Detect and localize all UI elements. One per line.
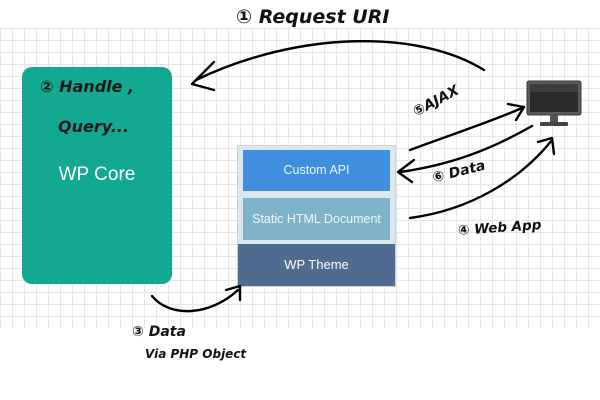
arrow-data-return: [398, 124, 534, 174]
wp-theme-layer: WP Theme: [238, 244, 395, 286]
arrow-ajax-head: [506, 102, 526, 122]
arrow-request-uri: [194, 40, 486, 82]
custom-api-layer: Custom API: [243, 150, 390, 191]
theme-stack: Custom API Static HTML Document WP Theme: [237, 145, 396, 287]
arrow-ajax: [408, 106, 524, 152]
core-note-query: Query...: [58, 117, 129, 136]
arrow-request-uri-head: [190, 60, 216, 92]
label-data-object: ③ Data: [132, 324, 186, 340]
arrow-php-object-head: [224, 284, 242, 302]
label-via-php: Via PHP Object: [145, 347, 247, 361]
static-html-layer: Static HTML Document: [243, 198, 390, 240]
arrow-web-app-head: [536, 136, 556, 156]
core-note-handle: ② Handle ,: [40, 77, 135, 96]
arrow-web-app: [408, 138, 554, 220]
arrow-php-object: [150, 288, 240, 313]
label-request-uri: ① Request URI: [236, 6, 390, 28]
wp-core-box: ② Handle , Query... WP Core: [22, 67, 172, 284]
wp-core-title: WP Core: [58, 164, 136, 185]
arrow-data-return-head: [396, 158, 416, 184]
monitor-icon: [526, 80, 582, 126]
